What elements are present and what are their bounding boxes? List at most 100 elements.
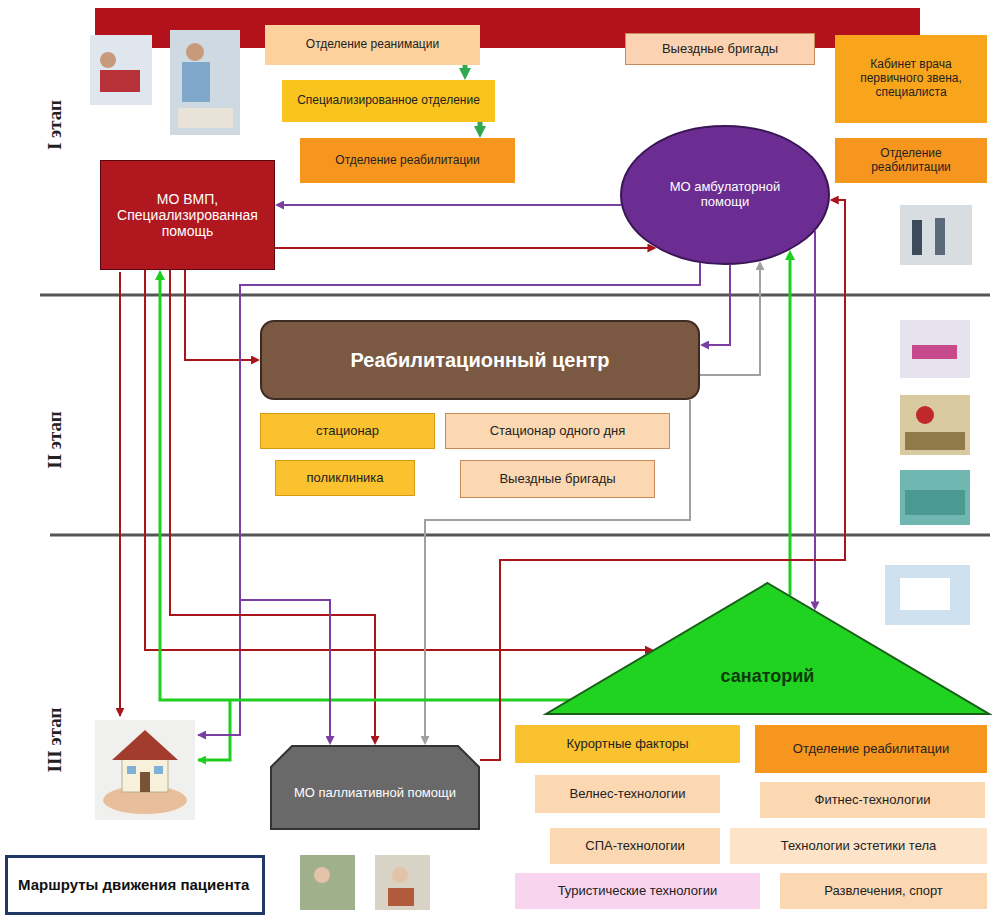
photo xyxy=(314,867,330,883)
node-text: Развлечения, спорт xyxy=(824,884,943,899)
route-arrow xyxy=(705,265,730,345)
photo xyxy=(100,52,116,68)
node-text: СПА-технологии xyxy=(585,839,684,854)
process-box: Выездные бригады xyxy=(460,460,655,498)
process-box: МО ВМП, Специализированная помощь xyxy=(100,160,275,270)
photo xyxy=(178,108,233,128)
photo xyxy=(900,320,970,378)
palliative-shape-outline xyxy=(270,745,480,830)
photo xyxy=(170,30,240,135)
process-box: Технологии эстетики тела xyxy=(730,828,987,864)
node-text: Отделение реабилитации xyxy=(793,742,949,757)
route-line xyxy=(198,600,240,735)
node-text: Отделение реанимации xyxy=(306,38,439,52)
photo xyxy=(900,395,970,455)
photo xyxy=(905,490,965,515)
clinic-ellipse-outline xyxy=(620,125,830,265)
photo xyxy=(900,320,970,378)
node-text: санаторий xyxy=(721,666,815,687)
house-picture xyxy=(95,720,195,820)
process-box: Специализированное отделение xyxy=(282,80,495,122)
node-text: Реабилитационный центр xyxy=(350,349,609,372)
process-box: Развлечения, спорт xyxy=(780,873,987,909)
process-box: поликлиника xyxy=(275,460,415,496)
route-arrow xyxy=(789,256,792,595)
photo xyxy=(392,867,408,883)
node-text: Велнес-технологии xyxy=(570,787,686,802)
octagon-shape xyxy=(271,746,479,829)
node-text: Отделение реабилитации xyxy=(335,154,479,168)
stage-divider xyxy=(40,294,990,297)
process-box: Отделение реанимации xyxy=(265,25,480,65)
node-text: стационар xyxy=(316,424,379,439)
stage-label: I этап xyxy=(44,100,66,150)
node-text: Выездные бригады xyxy=(499,472,615,487)
photo xyxy=(375,855,430,910)
photo xyxy=(912,220,922,255)
node-text: МО ВМП, Специализированная помощь xyxy=(107,191,268,239)
node-text: Специализированное отделение xyxy=(297,94,480,108)
photo xyxy=(916,406,934,424)
house-picture xyxy=(140,772,150,792)
route-arrow xyxy=(814,231,816,605)
route-line xyxy=(119,272,121,716)
process-box: Велнес-технологии xyxy=(535,775,720,813)
route-line xyxy=(198,700,230,760)
house-picture xyxy=(127,766,136,774)
node-text: Технологии эстетики тела xyxy=(781,839,937,854)
route-arrow xyxy=(478,122,483,131)
route-arrow xyxy=(700,266,760,375)
stage-label: III этап xyxy=(44,708,66,773)
route-arrow xyxy=(280,204,621,206)
stage-divider xyxy=(50,534,990,537)
node-text: МО амбулаторной помощи xyxy=(650,180,800,210)
node-text: Курортные факторы xyxy=(566,737,688,752)
house-picture xyxy=(122,758,168,792)
process-box: Курортные факторы xyxy=(515,725,740,763)
process-box: Отделение реабилитации xyxy=(835,138,987,183)
photo xyxy=(100,70,140,92)
photo xyxy=(186,43,204,61)
photo xyxy=(900,205,972,265)
node-text: Выездные бригады xyxy=(662,42,778,57)
photo xyxy=(170,30,240,135)
sanatorium-triangle: санаторий xyxy=(545,582,990,715)
photo xyxy=(900,205,972,265)
photo xyxy=(90,35,152,105)
photo xyxy=(900,470,970,525)
photo xyxy=(300,855,355,910)
photo xyxy=(388,888,414,906)
node-text: МО паллиативной помощи xyxy=(294,786,456,801)
house-picture xyxy=(154,766,163,774)
process-box: Отделение реабилитации xyxy=(755,725,987,773)
process-box: Реабилитационный центр xyxy=(260,320,700,400)
route-arrow xyxy=(240,263,700,740)
photo xyxy=(905,432,965,450)
photo xyxy=(182,62,210,102)
photo xyxy=(900,395,970,455)
process-box: Туристические технологии xyxy=(515,873,760,909)
node-text: Фитнес-технологии xyxy=(815,793,931,808)
house-picture xyxy=(95,720,195,820)
photo xyxy=(900,578,950,610)
legend-box: Маршруты движения пациента xyxy=(5,855,265,915)
process-box: Кабинет врача первичного звена, специали… xyxy=(835,35,987,123)
process-box: стационар xyxy=(260,413,435,449)
photo xyxy=(912,345,957,359)
photo xyxy=(935,218,945,255)
route-arrow xyxy=(185,270,255,360)
photo xyxy=(900,470,970,525)
sanatorium-triangle-outline xyxy=(545,582,990,715)
node-text: поликлиника xyxy=(306,471,383,486)
process-box: Отделение реабилитации xyxy=(300,138,515,183)
process-box: Выездные бригады xyxy=(625,33,815,65)
photo xyxy=(885,565,970,625)
route-arrow xyxy=(275,247,651,249)
route-arrow xyxy=(463,65,468,73)
node-text: Кабинет врача первичного звена, специали… xyxy=(841,58,981,99)
house-picture xyxy=(112,730,178,760)
node-text: Туристические технологии xyxy=(558,884,718,899)
